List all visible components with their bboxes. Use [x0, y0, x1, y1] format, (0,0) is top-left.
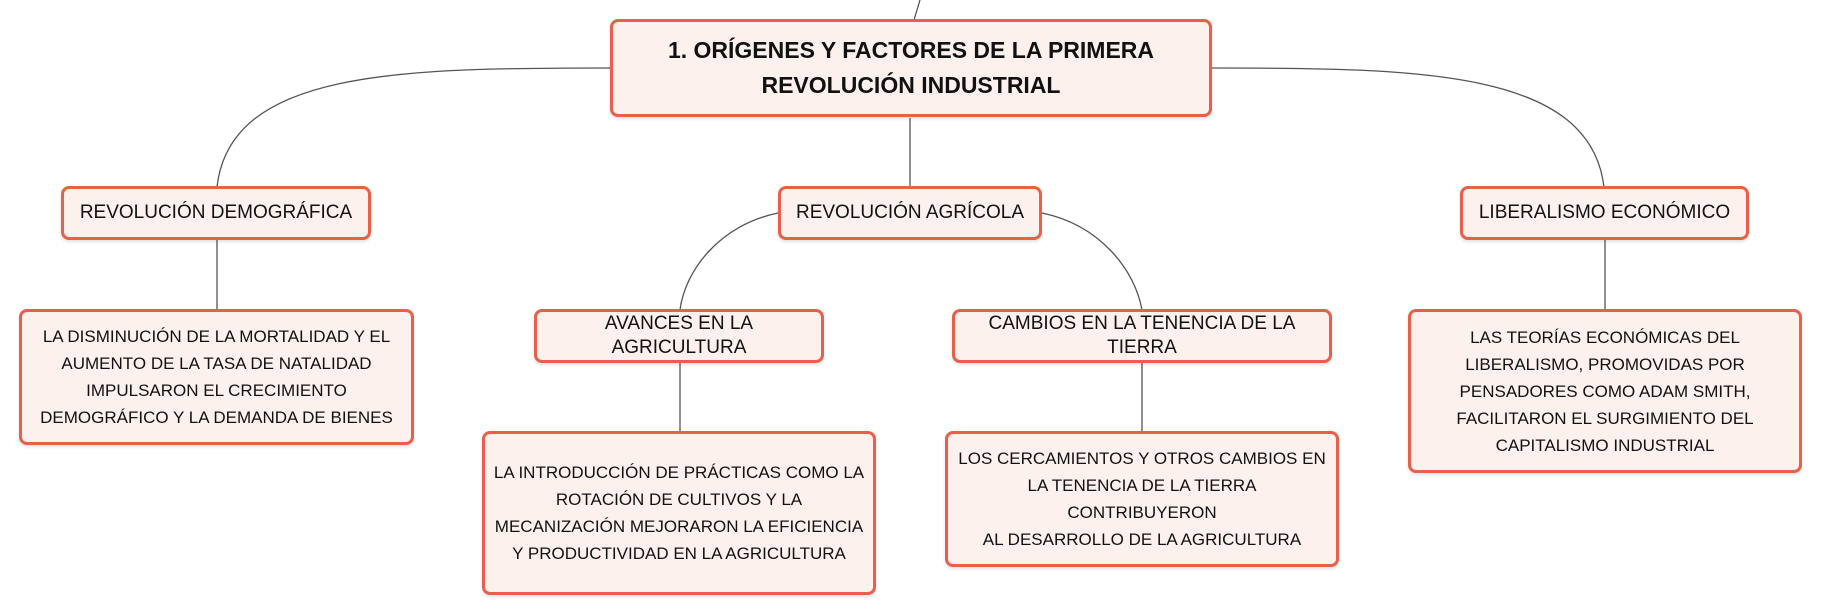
detail-line: LA INTRODUCCIÓN DE PRÁCTICAS COMO LA — [493, 463, 865, 482]
node-tenencia-detail[interactable]: LOS CERCAMIENTOS Y OTROS CAMBIOS EN LA T… — [945, 431, 1339, 567]
detail-line: DEMOGRÁFICO Y LA DEMANDA DE BIENES — [40, 408, 393, 427]
detail-line: LIBERALISMO, PROMOVIDAS POR — [1465, 354, 1745, 374]
detail-line: CAPITALISMO INDUSTRIAL — [1495, 435, 1715, 455]
detail-line: MECANIZACIÓN MEJORARON LA EFICIENCIA — [494, 517, 864, 536]
detail-line: IMPULSARON EL CRECIMIENTO — [86, 381, 347, 400]
node-liberalismo-economico-label: LIBERALISMO ECONÓMICO — [1478, 202, 1731, 223]
node-cambios-tenencia-tierra-label: CAMBIOS EN LA TENENCIA DE LA TIERRA — [988, 313, 1296, 358]
root-title-line-2: REVOLUCIÓN INDUSTRIAL — [761, 72, 1061, 98]
connector-root-demografica — [216, 67, 611, 188]
node-revolucion-agricola[interactable]: REVOLUCIÓN AGRÍCOLA — [778, 186, 1042, 240]
detail-line: AL DESARROLLO DE LA AGRICULTURA — [982, 530, 1302, 549]
node-revolucion-demografica-label: REVOLUCIÓN DEMOGRÁFICA — [79, 202, 353, 223]
node-revolucion-demografica[interactable]: REVOLUCIÓN DEMOGRÁFICA — [61, 186, 371, 240]
node-liberalismo-economico[interactable]: LIBERALISMO ECONÓMICO — [1460, 186, 1749, 240]
detail-line: Y PRODUCTIVIDAD EN LA AGRICULTURA — [512, 544, 846, 563]
detail-line: FACILITARON EL SURGIMIENTO DEL — [1456, 408, 1754, 428]
detail-line: AUMENTO DE LA TASA DE NATALIDAD — [61, 354, 372, 373]
connector-agricola-tenencia — [1041, 212, 1143, 311]
detail-line: PENSADORES COMO ADAM SMITH, — [1459, 381, 1751, 401]
root-title-line-1: 1. ORÍGENES Y FACTORES DE LA PRIMERA — [667, 37, 1155, 63]
detail-line: LA TENENCIA DE LA TIERRA CONTRIBUYERON — [1027, 476, 1257, 522]
connector-agricola-avances — [679, 212, 779, 311]
detail-line: LOS CERCAMIENTOS Y OTROS CAMBIOS EN — [958, 449, 1326, 468]
detail-line: LA DISMINUCIÓN DE LA MORTALIDAD Y EL — [42, 327, 391, 346]
root-node[interactable]: 1. ORÍGENES Y FACTORES DE LA PRIMERA REV… — [610, 19, 1212, 117]
node-avances-detail[interactable]: LA INTRODUCCIÓN DE PRÁCTICAS COMO LA ROT… — [482, 431, 876, 595]
connector-parent-stub — [913, 0, 921, 21]
node-demografica-detail[interactable]: LA DISMINUCIÓN DE LA MORTALIDAD Y EL AUM… — [19, 309, 414, 445]
connector-root-liberalismo — [1211, 67, 1605, 188]
node-avances-agricultura-label: AVANCES EN LA AGRICULTURA — [604, 313, 754, 358]
node-liberalismo-detail[interactable]: LAS TEORÍAS ECONÓMICAS DEL LIBERALISMO, … — [1408, 309, 1802, 473]
node-avances-agricultura[interactable]: AVANCES EN LA AGRICULTURA — [534, 309, 824, 363]
detail-line: ROTACIÓN DE CULTIVOS Y LA — [555, 490, 803, 509]
node-cambios-tenencia-tierra[interactable]: CAMBIOS EN LA TENENCIA DE LA TIERRA — [952, 309, 1332, 363]
node-revolucion-agricola-label: REVOLUCIÓN AGRÍCOLA — [795, 202, 1025, 223]
detail-line: LAS TEORÍAS ECONÓMICAS DEL — [1470, 327, 1740, 347]
